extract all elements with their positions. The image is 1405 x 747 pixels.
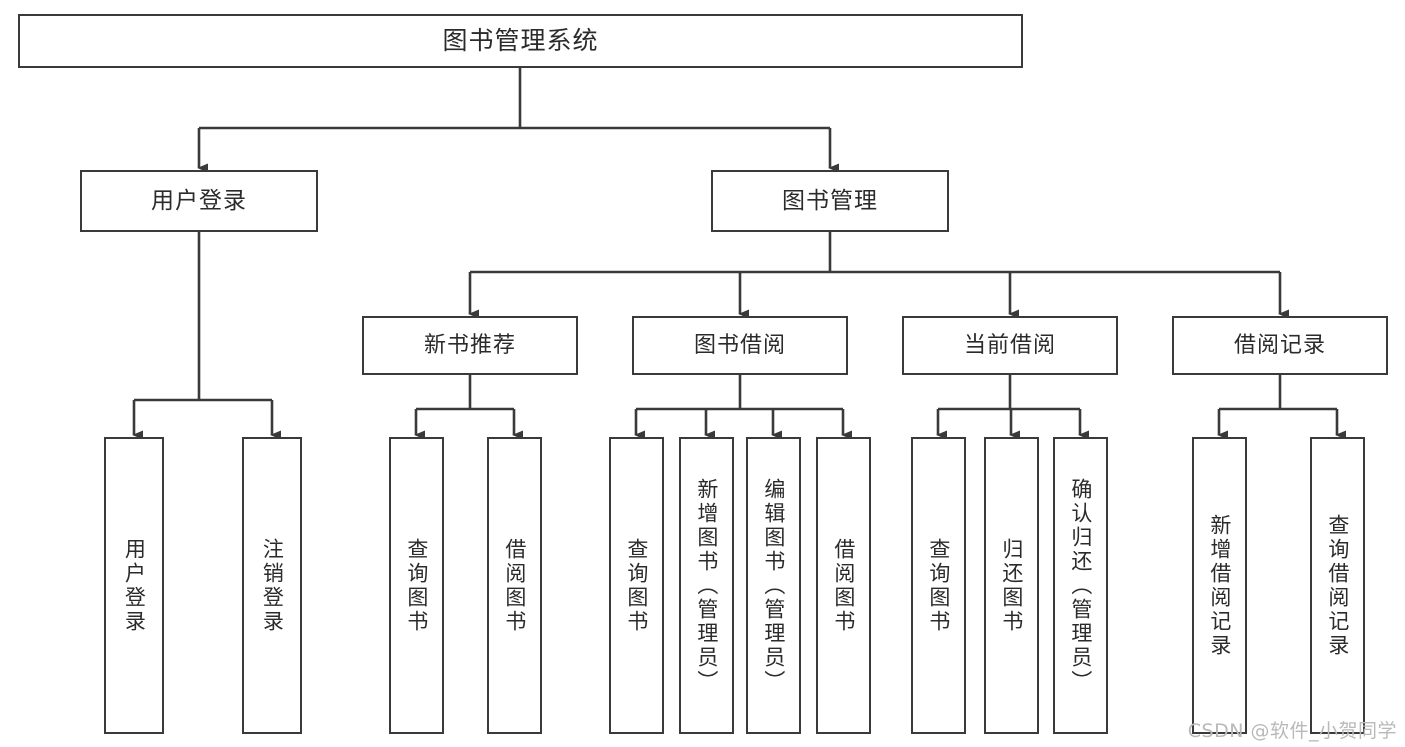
node-leaf-user-login[interactable]: 用户登录 bbox=[104, 437, 164, 734]
node-leaf-user-login-label: 用户登录 bbox=[122, 537, 147, 634]
node-leaf-query-borrow-record[interactable]: 查询借阅记录 bbox=[1310, 437, 1365, 734]
node-current-borrow[interactable]: 当前借阅 bbox=[902, 316, 1118, 375]
node-leaf-query-book-2[interactable]: 查询图书 bbox=[609, 437, 664, 734]
node-leaf-logout-label: 注销登录 bbox=[260, 537, 285, 634]
node-leaf-return-book-label: 归还图书 bbox=[999, 537, 1024, 634]
node-leaf-borrow-book-1-label: 借阅图书 bbox=[502, 537, 527, 634]
node-book-manage[interactable]: 图书管理 bbox=[711, 170, 949, 232]
node-leaf-return-book[interactable]: 归还图书 bbox=[984, 437, 1039, 734]
node-leaf-confirm-return-admin-label: 确认归还（管理员） bbox=[1068, 477, 1093, 694]
node-new-book-recommend-label: 新书推荐 bbox=[423, 332, 516, 358]
node-new-book-recommend[interactable]: 新书推荐 bbox=[362, 316, 578, 375]
node-leaf-borrow-book-2[interactable]: 借阅图书 bbox=[816, 437, 871, 734]
node-root-label: 图书管理系统 bbox=[442, 25, 599, 55]
node-leaf-query-book-3-label: 查询图书 bbox=[926, 537, 951, 634]
node-leaf-logout[interactable]: 注销登录 bbox=[242, 437, 302, 734]
node-leaf-add-borrow-record-label: 新增借阅记录 bbox=[1207, 513, 1232, 658]
node-leaf-query-book-3[interactable]: 查询图书 bbox=[911, 437, 966, 734]
node-borrow-record-label: 借阅记录 bbox=[1233, 332, 1326, 358]
node-leaf-confirm-return-admin[interactable]: 确认归还（管理员） bbox=[1053, 437, 1108, 734]
node-book-borrow[interactable]: 图书借阅 bbox=[632, 316, 848, 375]
node-leaf-query-book-1-label: 查询图书 bbox=[404, 537, 429, 634]
node-leaf-add-book-admin[interactable]: 新增图书（管理员） bbox=[679, 437, 734, 734]
node-leaf-query-book-2-label: 查询图书 bbox=[624, 537, 649, 634]
node-borrow-record[interactable]: 借阅记录 bbox=[1172, 316, 1388, 375]
node-current-borrow-label: 当前借阅 bbox=[963, 332, 1056, 358]
node-leaf-query-borrow-record-label: 查询借阅记录 bbox=[1325, 513, 1350, 658]
node-book-borrow-label: 图书借阅 bbox=[693, 332, 786, 358]
node-leaf-edit-book-admin-label: 编辑图书（管理员） bbox=[761, 477, 786, 694]
node-book-manage-label: 图书管理 bbox=[782, 187, 878, 214]
node-user-login-label: 用户登录 bbox=[151, 187, 247, 214]
node-leaf-borrow-book-2-label: 借阅图书 bbox=[831, 537, 856, 634]
csdn-watermark: CSDN @软件_小贺同学 bbox=[1187, 720, 1397, 742]
node-leaf-query-book-1[interactable]: 查询图书 bbox=[389, 437, 444, 734]
node-root[interactable]: 图书管理系统 bbox=[18, 14, 1023, 68]
node-leaf-add-borrow-record[interactable]: 新增借阅记录 bbox=[1192, 437, 1247, 734]
node-leaf-borrow-book-1[interactable]: 借阅图书 bbox=[487, 437, 542, 734]
node-leaf-add-book-admin-label: 新增图书（管理员） bbox=[694, 477, 719, 694]
node-leaf-edit-book-admin[interactable]: 编辑图书（管理员） bbox=[746, 437, 801, 734]
node-user-login[interactable]: 用户登录 bbox=[80, 170, 318, 232]
